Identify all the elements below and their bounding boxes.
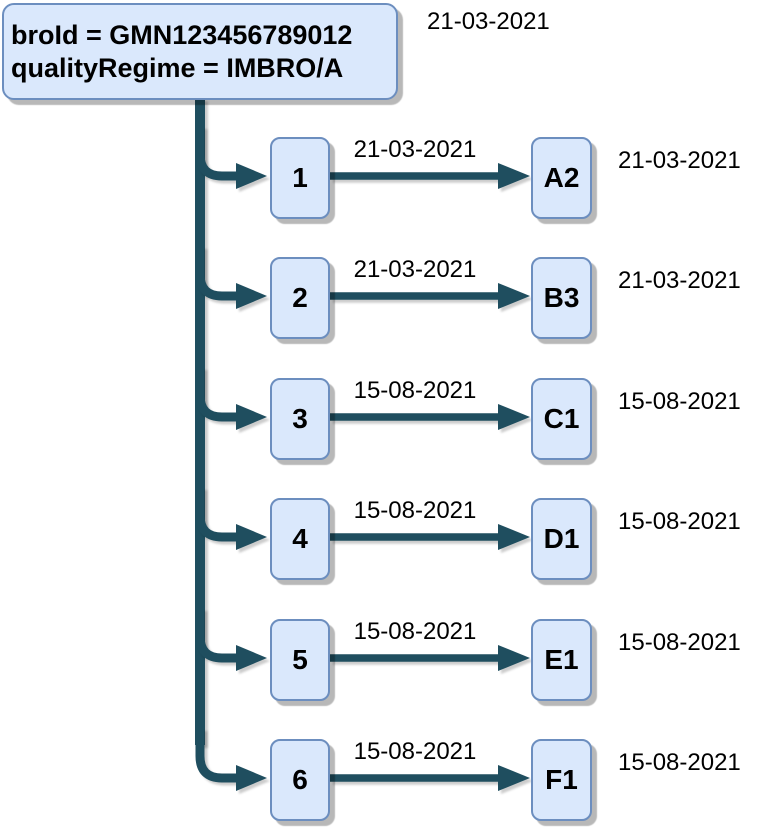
target-node-label: B3 xyxy=(543,282,580,313)
target-node-label: F1 xyxy=(545,764,578,795)
number-node-label: 4 xyxy=(292,523,308,554)
branch-6-elbow-arrowhead[interactable] xyxy=(236,765,267,791)
right-date-label: 15-08-2021 xyxy=(618,749,741,776)
number-node-1[interactable]: 1 xyxy=(270,137,330,219)
number-node-label: 1 xyxy=(292,162,308,193)
branch-2-elbow[interactable] xyxy=(195,246,237,301)
branch-4-elbow-arrowhead[interactable] xyxy=(236,524,267,550)
branch-4-elbow[interactable] xyxy=(195,487,237,542)
target-node-label: E1 xyxy=(544,644,579,675)
branch-3-elbow[interactable] xyxy=(195,367,237,422)
branch-2-arrowhead[interactable] xyxy=(498,283,530,309)
right-date-label: 15-08-2021 xyxy=(618,508,741,535)
target-node-5[interactable]: E1 xyxy=(531,619,592,701)
arrow-date-label: 15-08-2021 xyxy=(353,618,477,645)
branch-5-elbow[interactable] xyxy=(195,608,237,663)
number-node-label: 6 xyxy=(292,764,308,795)
number-node-3[interactable]: 3 xyxy=(270,378,330,460)
branch-6-elbow[interactable] xyxy=(195,728,237,783)
number-node-4[interactable]: 4 xyxy=(270,498,330,580)
branch-6-arrowhead[interactable] xyxy=(498,765,530,791)
number-node-label: 3 xyxy=(292,403,308,434)
root-date-label: 21-03-2021 xyxy=(427,8,550,35)
number-node-label: 2 xyxy=(292,282,308,313)
number-node-2[interactable]: 2 xyxy=(270,257,330,339)
branch-5-arrowhead[interactable] xyxy=(498,645,530,671)
branch-2-elbow-arrowhead[interactable] xyxy=(236,283,267,309)
root-node[interactable]: broId = GMN123456789012 qualityRegime = … xyxy=(2,3,398,100)
branch-1-elbow-arrowhead[interactable] xyxy=(236,163,267,189)
branch-1-arrowhead[interactable] xyxy=(498,163,530,189)
branch-4-arrowhead[interactable] xyxy=(498,524,530,550)
branch-5-elbow-arrowhead[interactable] xyxy=(236,645,267,671)
target-node-1[interactable]: A2 xyxy=(531,137,592,219)
right-date-label: 21-03-2021 xyxy=(618,267,741,294)
root-node-line1: broId = GMN123456789012 xyxy=(11,19,353,50)
right-date-label: 15-08-2021 xyxy=(618,388,741,415)
target-node-6[interactable]: F1 xyxy=(531,739,592,821)
arrow-date-label: 15-08-2021 xyxy=(353,497,477,524)
arrow-date-label: 21-03-2021 xyxy=(353,136,477,163)
right-date-label: 15-08-2021 xyxy=(618,629,741,656)
branch-3-arrowhead[interactable] xyxy=(498,404,530,430)
target-node-3[interactable]: C1 xyxy=(531,378,592,460)
branch-3-elbow-arrowhead[interactable] xyxy=(236,404,267,430)
number-node-6[interactable]: 6 xyxy=(270,739,330,821)
branch-1-elbow[interactable] xyxy=(195,126,237,181)
target-node-label: C1 xyxy=(543,403,580,434)
number-node-label: 5 xyxy=(292,644,308,675)
right-date-label: 21-03-2021 xyxy=(618,147,741,174)
arrow-date-label: 15-08-2021 xyxy=(353,738,477,765)
target-node-label: D1 xyxy=(543,523,580,554)
target-node-2[interactable]: B3 xyxy=(531,257,592,339)
target-node-4[interactable]: D1 xyxy=(531,498,592,580)
target-node-label: A2 xyxy=(543,162,580,193)
number-node-5[interactable]: 5 xyxy=(270,619,330,701)
arrow-date-label: 21-03-2021 xyxy=(353,256,477,283)
arrow-date-label: 15-08-2021 xyxy=(353,377,477,404)
root-node-line2: qualityRegime = IMBRO/A xyxy=(11,52,344,83)
